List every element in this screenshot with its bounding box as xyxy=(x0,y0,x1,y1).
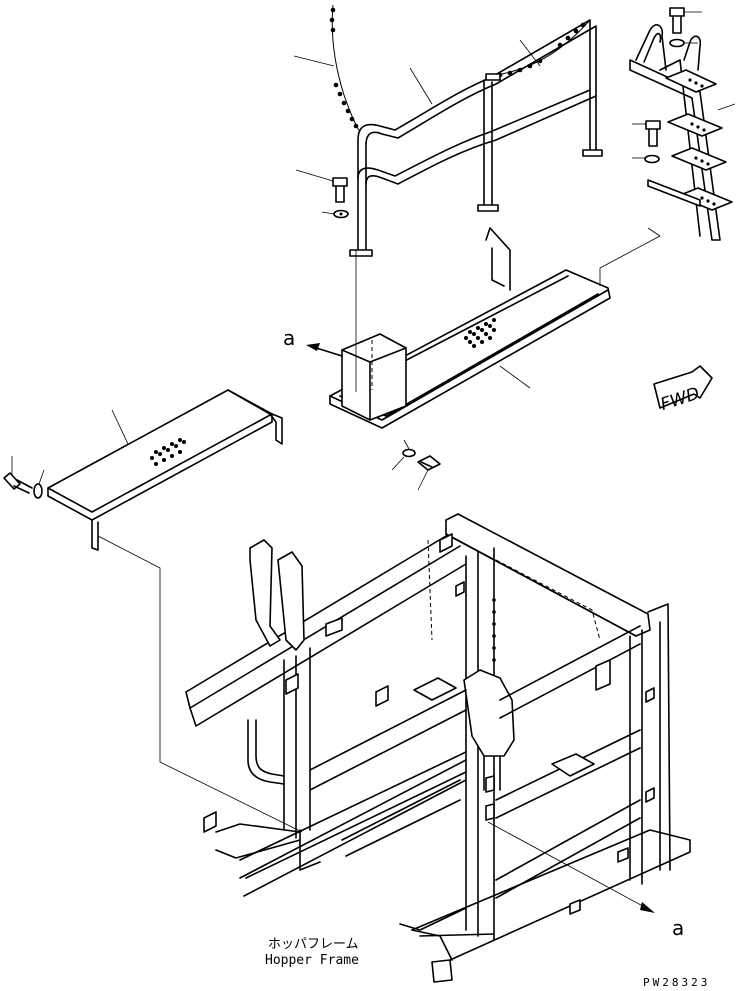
bolt-top-right xyxy=(669,7,702,48)
leader-chain-right xyxy=(519,39,541,67)
fwd-arrow: FWD xyxy=(653,365,713,415)
view-arrow-top: a xyxy=(283,326,343,357)
bolt-right xyxy=(632,120,661,164)
bolt-center xyxy=(295,169,349,219)
hopper-frame xyxy=(185,513,691,983)
bolt-bottom-platform xyxy=(391,448,441,491)
view-mark-top: a xyxy=(283,326,295,350)
frame-label-en: Hopper Frame xyxy=(265,953,359,968)
leader-handrail xyxy=(409,67,433,105)
leader-chain xyxy=(293,55,335,67)
drawing-code: PW28323 xyxy=(643,976,710,989)
ladder xyxy=(629,24,736,241)
handrail xyxy=(349,19,603,257)
upper-platform xyxy=(329,227,661,450)
chain xyxy=(329,4,591,133)
left-step xyxy=(47,389,303,833)
frame-label-jp: ホッパフレーム xyxy=(268,937,359,952)
view-arrow-bottom: a xyxy=(487,821,684,940)
bolt-step-left xyxy=(3,456,45,499)
view-mark-bottom: a xyxy=(672,916,684,940)
